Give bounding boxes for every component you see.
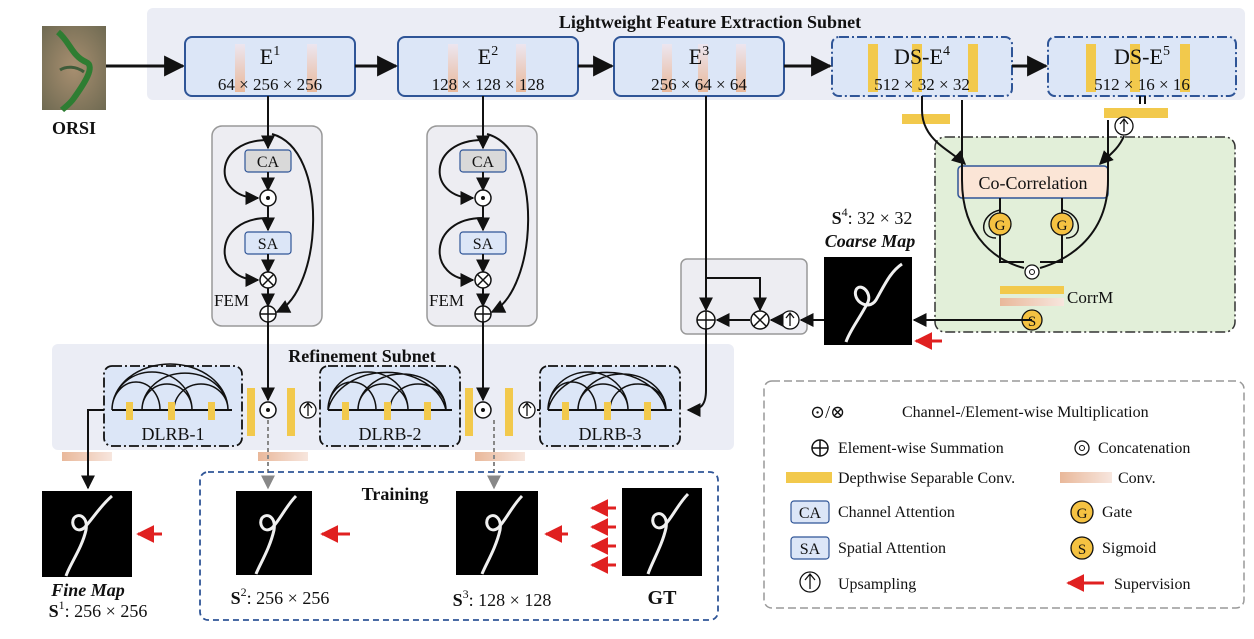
input-label: ORSI: [52, 118, 96, 138]
encoder-ds-e4: DS-E4 512 × 32 × 32: [831, 36, 1013, 97]
encoder-name: DS-E: [894, 44, 943, 69]
sa-label: SA: [473, 236, 494, 253]
extraction-subnet-title: Lightweight Feature Extraction Subnet: [559, 12, 861, 32]
legend-concat: Concatenation: [1098, 440, 1190, 457]
legend-sa: Spatial Attention: [838, 540, 946, 557]
fine-s: S: [49, 601, 59, 621]
encoder-dims: 64 × 256 × 256: [218, 75, 322, 94]
legend-sa-abbr: SA: [800, 541, 821, 558]
encoder-sup: 2: [491, 44, 498, 59]
coarse-map-image: [824, 257, 912, 345]
sigmoid-label: S: [1028, 314, 1036, 330]
co-correlation-panel: Co-Correlation G G CorrM S: [902, 96, 1236, 333]
fine-map-dims: S1: 256 × 256: [49, 598, 148, 621]
svg-text:E1: E1: [260, 44, 280, 69]
ca-label: CA: [257, 154, 280, 171]
s2-dims-text: : 256 × 256: [247, 588, 330, 608]
training-panel: Training S2: 256 × 256 S3: 128 × 128 GT: [199, 471, 719, 621]
s2-dims: S2: 256 × 256: [231, 585, 330, 608]
legend-gate-abbr: G: [1077, 506, 1088, 522]
corrm-label: CorrM: [1067, 288, 1113, 307]
encoder-dims: 256 × 64 × 64: [651, 75, 747, 94]
co-correlation-label: Co-Correlation: [979, 173, 1088, 193]
dlrb-1: DLRB-1: [103, 363, 243, 447]
legend-gate: Gate: [1102, 504, 1132, 521]
sa-label: SA: [258, 236, 279, 253]
dlrb-label: DLRB-1: [142, 424, 205, 444]
legend-sig-abbr: S: [1078, 542, 1086, 558]
legend-mult-symbols: ⊙/⊗: [810, 402, 845, 422]
encoder-dims: 128 × 128 × 128: [432, 75, 545, 94]
legend-sum: Element-wise Summation: [838, 440, 1004, 457]
fem-block-2: CA SA FEM: [426, 96, 538, 327]
encoder-sup: 4: [943, 44, 950, 59]
coarse-dims: : 32 × 32: [848, 208, 913, 228]
fusion-box: [680, 96, 824, 417]
encoder-ds-e5: DS-E5 512 × 16 × 16: [1047, 36, 1237, 97]
fem-label: FEM: [429, 291, 464, 310]
gt-label: GT: [648, 587, 678, 609]
encoder-dims: 512 × 16 × 16: [1094, 75, 1190, 94]
coarse-map-dims: S4: 32 × 32: [832, 205, 913, 228]
gate-label: G: [995, 218, 1006, 234]
legend-sup: Supervision: [1114, 576, 1190, 593]
coarse-sup: 4: [842, 205, 848, 219]
conv-bar: [475, 452, 525, 461]
legend-conv: Conv.: [1118, 470, 1156, 487]
encoder-sup: 1: [273, 44, 280, 59]
fine-sup: 1: [59, 598, 65, 612]
encoder-e1: E1 64 × 256 × 256: [184, 36, 356, 97]
encoder-name: DS-E: [1114, 44, 1163, 69]
encoder-e3: E3 256 × 64 × 64: [613, 36, 785, 97]
dlrb-3: DLRB-3: [539, 365, 681, 447]
gate-label: G: [1057, 218, 1068, 234]
legend-mult: Channel-/Element-wise Multiplication: [902, 404, 1149, 421]
encoder-name: E: [689, 44, 702, 69]
arrow-fine-map: [81, 409, 104, 490]
refinement-connectors: [247, 388, 540, 436]
training-title: Training: [362, 484, 429, 504]
conv-bar: [258, 452, 308, 461]
dlrb-2: DLRB-2: [319, 365, 461, 447]
legend: ⊙/⊗ Channel-/Element-wise Multiplication…: [763, 380, 1245, 609]
svg-text:DS-E5: DS-E5: [1114, 44, 1170, 69]
encoder-name: E: [260, 44, 273, 69]
coarse-s: S: [832, 208, 842, 228]
s3-sup: 3: [463, 587, 469, 601]
legend-up: Upsampling: [838, 576, 916, 593]
encoder-sup: 3: [702, 44, 709, 59]
legend-dsconv: Depthwise Separable Conv.: [838, 470, 1015, 487]
ca-label: CA: [472, 154, 495, 171]
s2-sup: 2: [241, 585, 247, 599]
fine-map-image: [42, 491, 132, 577]
s3-s: S: [453, 590, 463, 610]
legend-sigmoid: Sigmoid: [1102, 540, 1156, 557]
legend-ca: Channel Attention: [838, 504, 955, 521]
svg-text:E2: E2: [478, 44, 498, 69]
encoder-sup: 5: [1163, 44, 1170, 59]
fine-dims: : 256 × 256: [65, 601, 148, 621]
dlrb-label: DLRB-3: [579, 424, 642, 444]
s2-s: S: [231, 588, 241, 608]
fem-block-1: CA SA FEM: [211, 96, 323, 327]
refinement-subnet-title: Refinement Subnet: [288, 346, 436, 366]
svg-text:DS-E4: DS-E4: [894, 44, 950, 69]
encoder-name: E: [478, 44, 491, 69]
encoder-e2: E2 128 × 128 × 128: [397, 36, 579, 97]
dlrb-label: DLRB-2: [359, 424, 422, 444]
fem-label: FEM: [214, 291, 249, 310]
s3-dims: S3: 128 × 128: [453, 587, 552, 610]
legend-ca-abbr: CA: [799, 505, 822, 522]
encoder-dims: 512 × 32 × 32: [874, 75, 970, 94]
input-image: [42, 26, 106, 113]
svg-text:E3: E3: [689, 44, 709, 69]
fine-map-title: Fine Map: [50, 580, 125, 600]
s3-dims-text: : 128 × 128: [469, 590, 552, 610]
coarse-map-title: Coarse Map: [825, 231, 916, 251]
